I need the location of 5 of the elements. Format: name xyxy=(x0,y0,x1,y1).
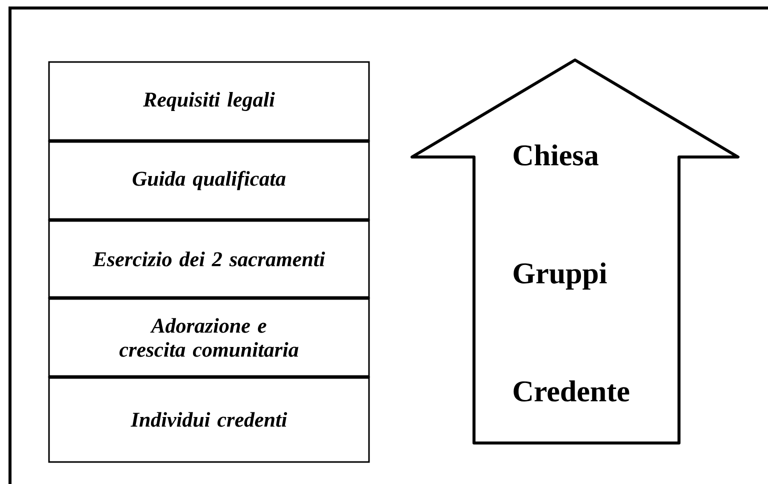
stack-box: Esercizio dei 2 sacramenti xyxy=(48,219,370,299)
stack-box: Guida qualificata xyxy=(48,140,370,221)
stack-box: Adorazione e crescita comunitaria xyxy=(48,297,370,378)
stack-box: Requisiti legali xyxy=(48,61,370,142)
stack-box: Individui credenti xyxy=(48,376,370,463)
